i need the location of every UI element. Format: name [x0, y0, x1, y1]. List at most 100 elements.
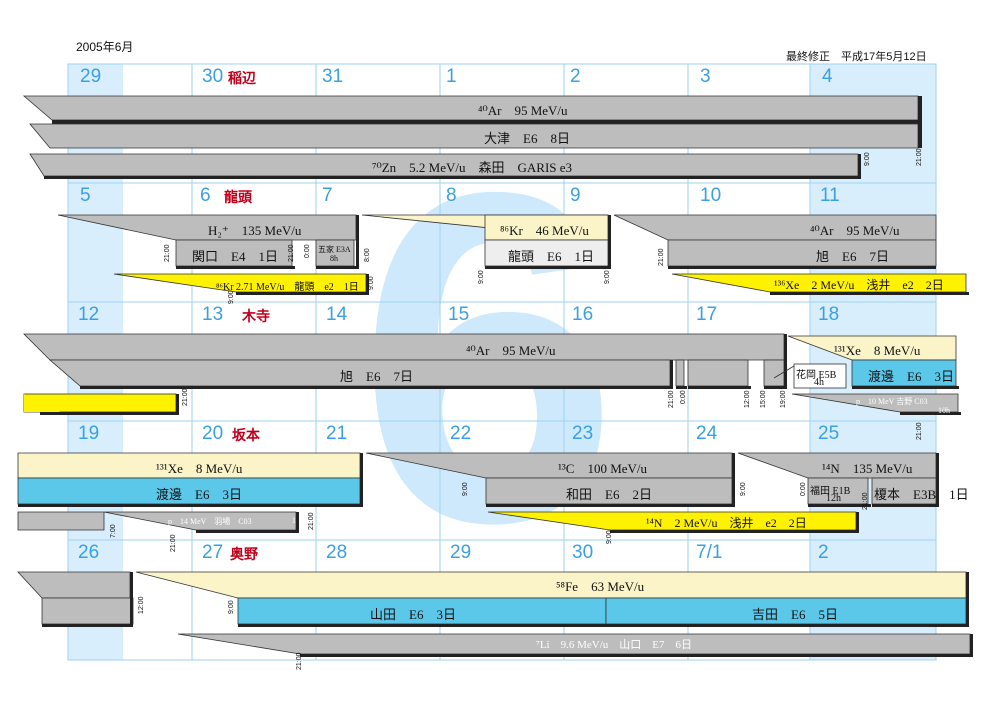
time-label: 21:00	[862, 492, 869, 510]
day-number: 11	[820, 185, 840, 206]
time-label: 21:00	[658, 248, 665, 266]
user-label: 福田 E1B	[810, 486, 851, 497]
beam-label: p 10 MeV 吉野 C03	[856, 397, 928, 406]
time-label: 7:00	[110, 524, 117, 538]
modified-date: 最終修正 平成17年5月12日	[786, 51, 927, 63]
time-label: 0:00	[680, 390, 687, 404]
user-label: 渡邊 E6 3日	[156, 487, 242, 502]
day-number: 17	[696, 304, 718, 325]
user-label: 山田 E6 3日	[370, 607, 456, 622]
day-number: 2	[570, 66, 581, 87]
time-label: 21:00	[916, 422, 923, 440]
beam-label: ⁴⁰Ar 95 MeV/u	[466, 343, 556, 358]
time-label: 9:00	[462, 482, 469, 496]
time-label: 9:00	[478, 270, 485, 284]
day-number: 15	[448, 304, 470, 325]
beam-label: ¹³C 100 MeV/u	[558, 461, 648, 476]
day-number: 13	[202, 304, 224, 325]
day-number: 3	[700, 66, 711, 87]
user-label: 旭 E6 7日	[340, 369, 413, 384]
day-number: 31	[322, 66, 344, 87]
beam-label: ⁵⁸Fe 63 MeV/u	[556, 579, 645, 594]
duration-label: 1	[292, 516, 296, 525]
time-label: 21:00	[170, 534, 177, 552]
day-number: 8	[446, 185, 457, 206]
day-number: 27	[202, 542, 224, 563]
time-label: 21:00	[916, 148, 923, 166]
month-title: 2005年6月	[76, 40, 134, 54]
w3-gap-bar-3	[763, 359, 785, 387]
day-number: 23	[572, 423, 594, 444]
day-number: 5	[80, 185, 91, 206]
day-number: 12	[78, 304, 100, 325]
day-number: 26	[78, 542, 100, 563]
beam-label: ⁴⁰Ar 95 MeV/u	[810, 223, 900, 238]
day-number: 1	[446, 66, 457, 87]
w3-hanaoka-box	[793, 363, 847, 389]
user-label: 五家 E3A	[318, 245, 351, 254]
time-label: 12:00	[138, 596, 145, 614]
duty-person: 稲辺	[228, 70, 256, 86]
beam-label: ⁸⁶Kr 2.71 MeV/u 龍頭 e2 1日	[216, 282, 359, 293]
time-label: 0:00	[304, 244, 311, 258]
user-label: 旭 E6 7日	[816, 249, 889, 264]
day-number: 25	[818, 423, 840, 444]
time-label: 9:00	[228, 600, 235, 614]
user-label: 和田 E6 2日	[566, 487, 652, 502]
w3-ar-bar	[23, 333, 785, 361]
day-number: 18	[818, 304, 840, 325]
w2-goka-bar	[315, 239, 355, 267]
time-label: 9:00	[606, 530, 613, 544]
user-label: 関口 E4 1日	[192, 249, 278, 264]
w3-gap-bar-1	[675, 359, 685, 387]
time-label: 21:00	[296, 652, 303, 670]
w5-left-bar	[17, 571, 131, 599]
w1-otsu-bar	[29, 123, 919, 149]
w4-fukuda-bar	[807, 477, 869, 505]
duration-label: 12h	[826, 493, 841, 504]
duty-person: 坂本	[232, 427, 260, 443]
beam-label: ¹³⁶Xe 2 MeV/u 浅井 e2 2日	[774, 278, 944, 292]
beam-label: p 14 MeV 羽場 C03	[168, 517, 252, 526]
w5-fe-cream-bar	[135, 571, 967, 599]
time-label: 21:00	[668, 390, 675, 408]
day-number: 28	[326, 542, 348, 563]
user-label: 大津 E6 8日	[484, 131, 570, 146]
beam-label: ⁸⁶Kr 46 MeV/u	[500, 223, 589, 238]
w4-p-bar	[17, 511, 105, 531]
duration-label: 8h	[330, 254, 338, 263]
w5-yoshida-bar	[605, 597, 967, 625]
time-label: 0:00	[800, 482, 807, 496]
w2-asahi-bar	[667, 239, 937, 267]
day-number: 29	[80, 66, 102, 87]
beam-label: ⁴⁰Ar 95 MeV/u	[478, 103, 568, 118]
time-label: 9:00	[864, 152, 871, 166]
duty-person: 木寺	[242, 308, 270, 324]
day-number: 20	[202, 423, 224, 444]
user-label: 龍頭 E6 1日	[508, 249, 594, 264]
time-label: 21:00	[288, 244, 295, 262]
user-label: 吉田 E6 5日	[752, 607, 838, 622]
day-number: 9	[570, 185, 581, 206]
beam-label: ¹⁴N 135 MeV/u	[822, 461, 913, 476]
beam-label: ⁷⁰Zn 5.2 MeV/u 森田 GARIS e3	[372, 160, 573, 175]
beam-label: ¹³¹Xe 8 MeV/u	[156, 461, 243, 476]
duration-label: 4h	[814, 377, 824, 388]
day-number: 30	[202, 66, 224, 87]
day-number: 7	[322, 185, 333, 206]
beam-label: H₂⁺ 135 MeV/u	[208, 223, 302, 238]
day-number: 21	[326, 423, 348, 444]
time-label: 9:00	[740, 482, 747, 496]
time-label: 9:00	[604, 270, 611, 284]
day-number: 10	[700, 185, 722, 206]
day-number: 14	[326, 304, 348, 325]
time-label: 19:00	[780, 390, 787, 408]
w2-ryuzu-bar	[484, 214, 609, 241]
time-label: 15:00	[760, 390, 767, 408]
day-number: 24	[696, 423, 718, 444]
beam-label: ¹³¹Xe 8 MeV/u	[834, 343, 921, 358]
day-number: 4	[822, 66, 833, 87]
duty-person: 奥野	[230, 546, 258, 562]
w5-yamada-bar	[237, 597, 607, 625]
